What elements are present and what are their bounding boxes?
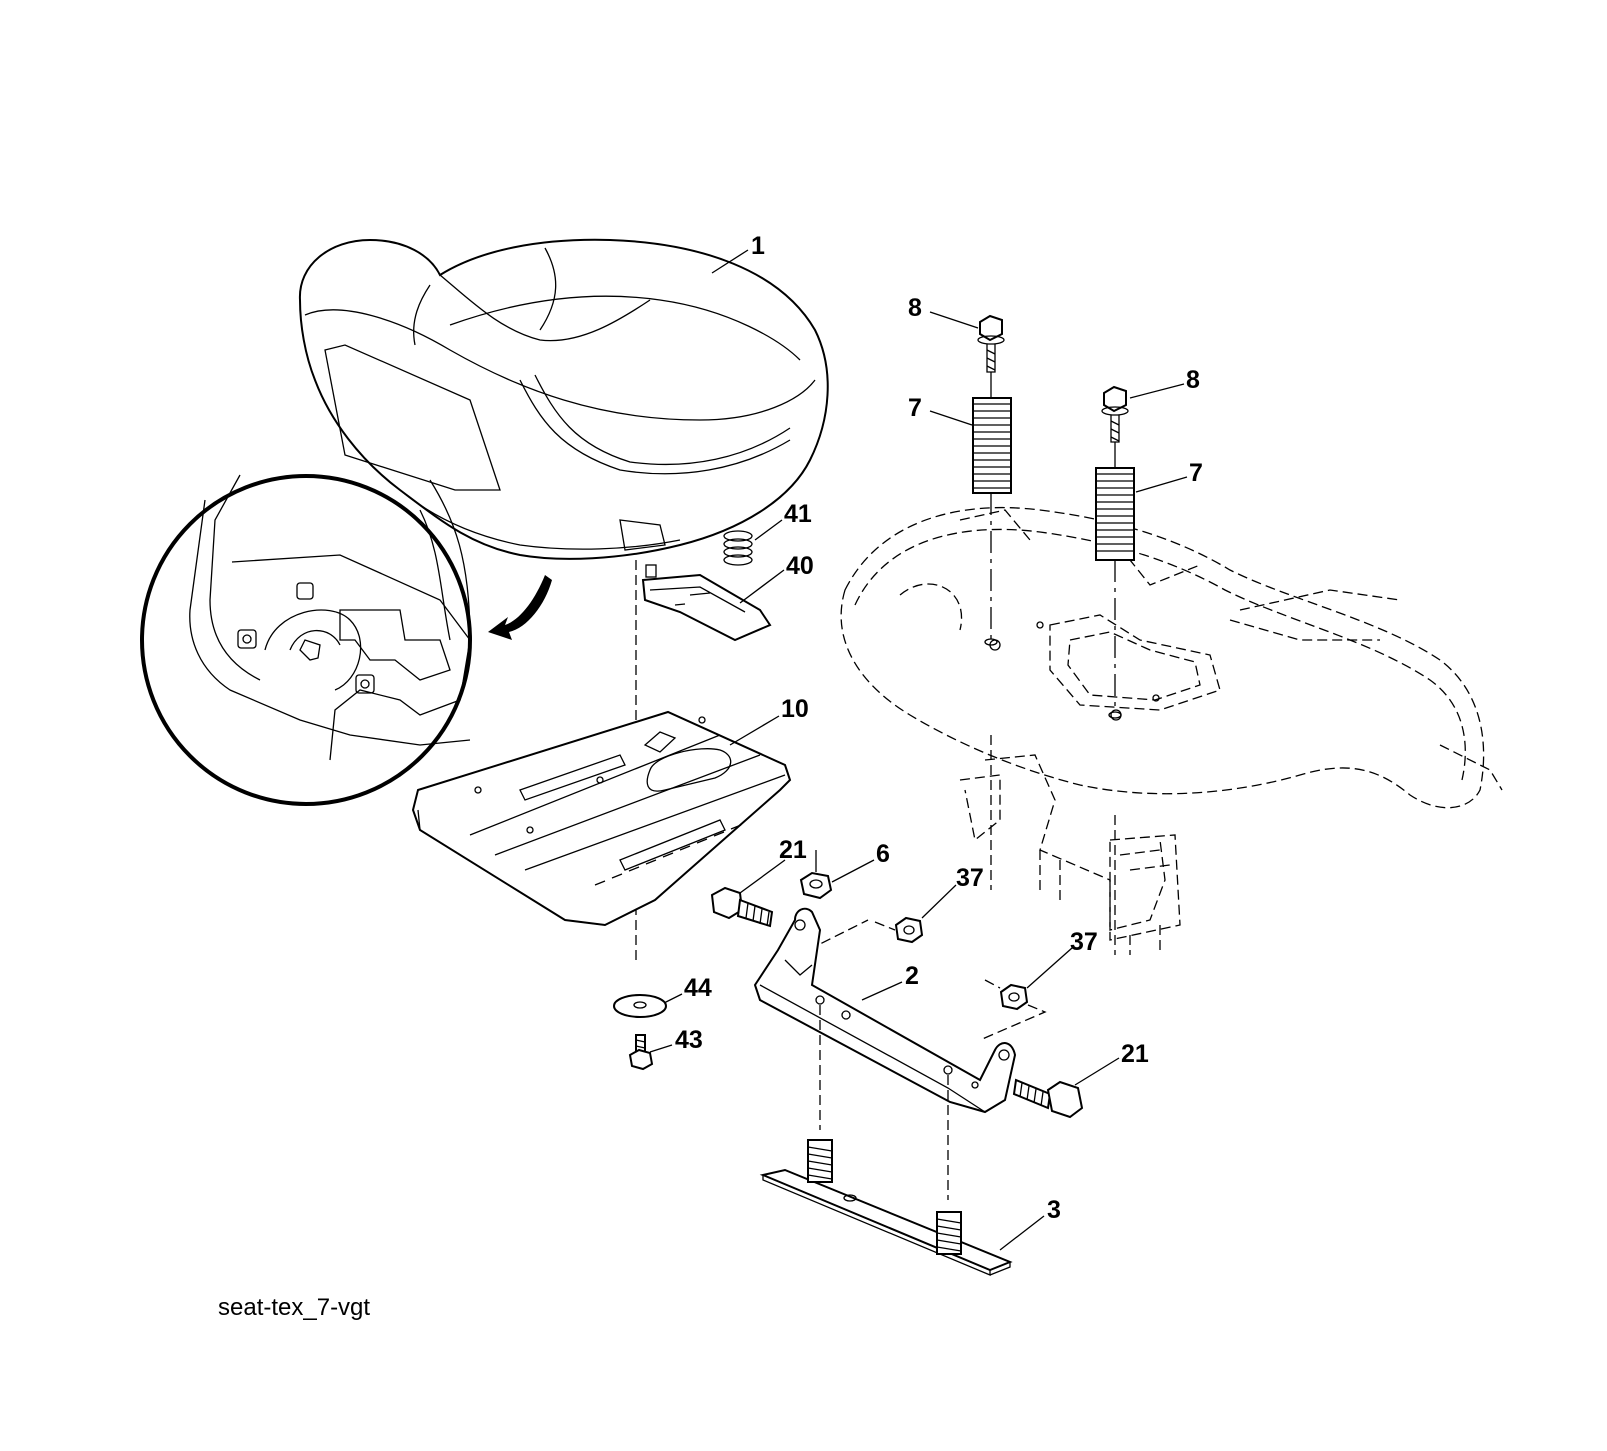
leader-8-right (1129, 383, 1185, 399)
alignment-line-37-lower (979, 979, 1047, 1041)
callout-7-left: 7 (908, 394, 922, 422)
leader-43 (649, 1044, 673, 1053)
spring-7-left (972, 372, 1012, 494)
washer-44 (613, 994, 667, 1018)
callout-40: 40 (786, 552, 814, 580)
leader-8-left (929, 311, 979, 329)
diagram-caption: seat-tex_7-vgt (218, 1294, 371, 1321)
callout-37-lower: 37 (1070, 928, 1098, 956)
mower-frame-outline (840, 507, 1503, 955)
seat-pan-slots (594, 824, 742, 886)
bolt-8-right (1101, 385, 1129, 443)
leader-7-left (929, 410, 973, 426)
spring-7-right (1095, 442, 1135, 561)
bolt-21-right (1012, 1078, 1084, 1119)
leader-1 (711, 249, 749, 274)
nut-6 (799, 871, 833, 900)
seat-switch-bracket-40 (641, 564, 772, 642)
callout-21-right: 21 (1121, 1040, 1149, 1068)
leader-21-left (739, 859, 786, 894)
leader-10 (729, 715, 780, 746)
spring-41 (723, 530, 753, 566)
leader-37-upper (921, 884, 957, 919)
callout-43: 43 (675, 1026, 703, 1054)
seat (298, 238, 829, 560)
callout-41: 41 (784, 500, 812, 528)
alignment-line-37-upper (807, 919, 896, 951)
callout-7-right: 7 (1189, 459, 1203, 487)
detail-arrow-icon (488, 575, 552, 640)
leader-2 (861, 981, 903, 1001)
callout-8-right: 8 (1186, 366, 1200, 394)
callout-1: 1 (751, 232, 765, 260)
leader-7-right (1135, 476, 1188, 493)
leader-40 (739, 569, 785, 604)
detail-magnifier (140, 474, 472, 806)
seat-bracket-2 (753, 907, 1017, 1114)
callout-10: 10 (781, 695, 809, 723)
mount-plate-3 (759, 1139, 1013, 1276)
leader-6 (831, 859, 875, 883)
leader-37-lower (1026, 947, 1073, 989)
callout-2: 2 (905, 962, 919, 990)
seat-pan-10 (411, 710, 792, 927)
callout-44: 44 (684, 974, 712, 1002)
leader-21-right (1074, 1057, 1120, 1086)
leader-41 (754, 519, 783, 541)
leader-44 (663, 993, 683, 1004)
bolt-8-left (977, 314, 1005, 373)
callout-3: 3 (1047, 1196, 1061, 1224)
bolt-43 (628, 1034, 654, 1071)
bolt-21-left (710, 886, 774, 928)
callout-8-left: 8 (908, 294, 922, 322)
callout-21-left: 21 (779, 836, 807, 864)
leader-3 (999, 1215, 1045, 1251)
nut-37-lower (999, 983, 1029, 1011)
callout-37-upper: 37 (956, 864, 984, 892)
callout-6: 6 (876, 840, 890, 868)
nut-37-upper (894, 916, 924, 944)
